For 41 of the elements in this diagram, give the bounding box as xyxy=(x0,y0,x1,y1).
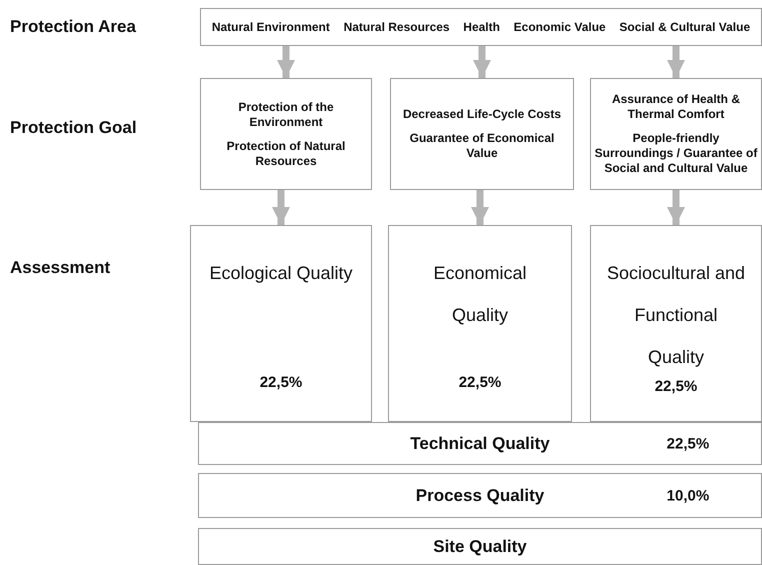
arrow xyxy=(277,46,295,78)
goal-text: People-friendly Surroundings / Guarantee of Social and Cultural Value xyxy=(594,131,758,176)
goal-text: Protection of Natural Resources xyxy=(226,138,346,168)
area-text: Natural Environment xyxy=(212,20,330,34)
percentage-text: 22,5% xyxy=(458,374,502,391)
row-heading: Protection Goal xyxy=(10,118,137,138)
goal-text: Assurance of Health & Thermal Comfort xyxy=(610,92,742,122)
quality-band xyxy=(198,422,762,465)
arrow xyxy=(473,46,491,78)
quality-title: Ecological Quality xyxy=(209,262,353,285)
area-text: Health xyxy=(463,20,500,34)
assessment-box xyxy=(190,225,372,422)
protection-goal-box xyxy=(590,78,762,190)
protection-goal-box xyxy=(390,78,574,190)
goal-text: Protection of the Environment xyxy=(237,100,335,130)
percentage-text: 22,5% xyxy=(260,374,302,391)
quality-title: Site Quality xyxy=(433,536,527,556)
percentage-text: 10,0% xyxy=(666,487,710,504)
goal-text: Decreased Life-Cycle Costs xyxy=(402,107,562,122)
quality-title: Economical Quality xyxy=(432,262,528,327)
quality-band xyxy=(198,528,762,565)
percentage-text: 22,5% xyxy=(666,435,710,452)
arrow xyxy=(667,46,685,78)
arrow xyxy=(272,190,290,225)
quality-title: Process Quality xyxy=(416,486,544,506)
goal-text: Guarantee of Economical Value xyxy=(408,131,556,161)
assessment-box xyxy=(590,225,762,422)
quality-band xyxy=(198,473,762,518)
protection-area-box xyxy=(200,8,762,46)
area-text: Social & Cultural Value xyxy=(619,20,750,34)
assessment-box xyxy=(388,225,572,422)
protection-goal-box xyxy=(200,78,372,190)
quality-title: Sociocultural and Functional Quality xyxy=(606,262,746,369)
percentage-text: 22,5% xyxy=(654,378,698,395)
row-heading: Protection Area xyxy=(10,17,136,37)
quality-title: Technical Quality xyxy=(410,434,550,454)
area-text: Economic Value xyxy=(514,20,606,34)
row-heading: Assessment xyxy=(10,258,110,278)
area-text: Natural Resources xyxy=(344,20,450,34)
arrow xyxy=(471,190,489,225)
arrow xyxy=(667,190,685,225)
